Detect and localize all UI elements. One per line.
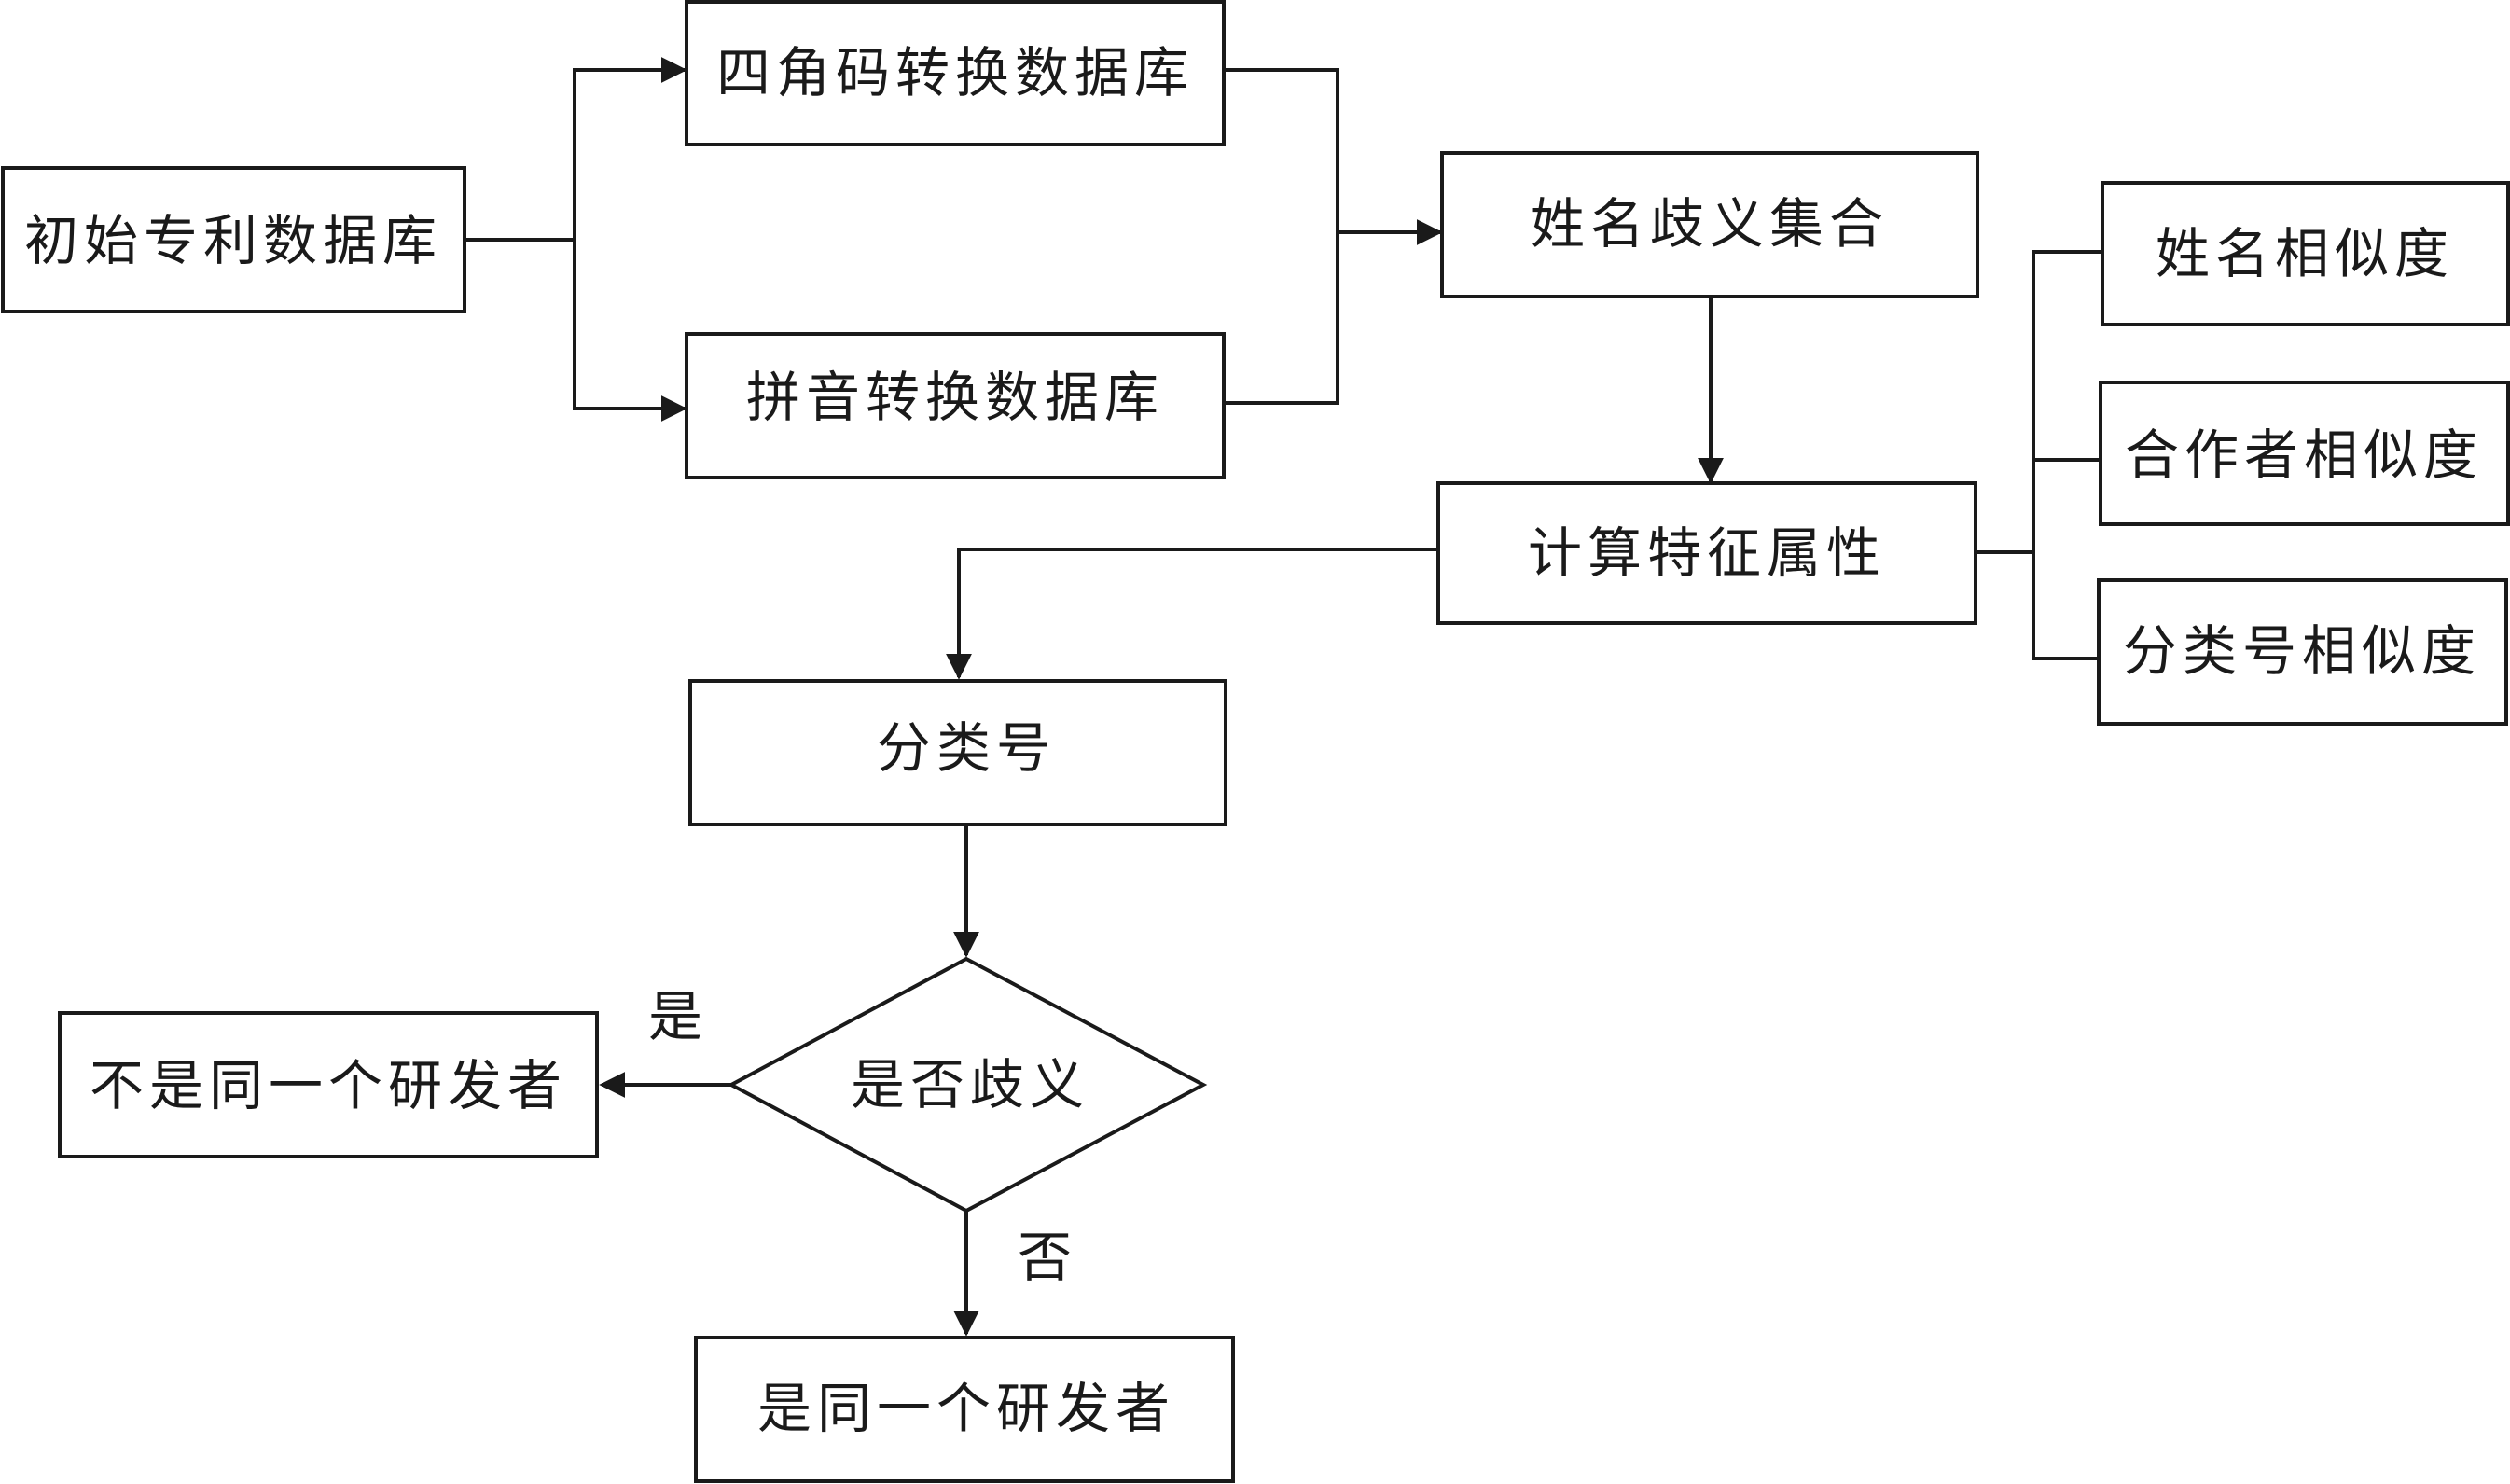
node-class-number-label: 分类号 — [877, 716, 1056, 780]
node-is-ambiguous-label: 是否歧义 — [851, 1053, 1089, 1116]
edge-to-pinyin — [573, 240, 687, 422]
connectors — [465, 57, 2102, 1337]
node-initial-db: 初始专利数据库 — [1, 166, 466, 313]
node-is-ambiguous: 是否歧义 — [727, 956, 1208, 1214]
node-same-label: 是同一个研发者 — [757, 1377, 1175, 1440]
node-coauthor-similarity-label: 合作者相似度 — [2125, 423, 2483, 487]
node-four-corner-db-label: 四角码转换数据库 — [716, 41, 1194, 104]
node-not-same-label: 不是同一个研发者 — [90, 1054, 567, 1117]
edge-yes-label: 是 — [648, 985, 702, 1048]
node-not-same: 不是同一个研发者 — [58, 1011, 599, 1158]
node-coauthor-similarity: 合作者相似度 — [2099, 381, 2510, 526]
node-class-number: 分类号 — [688, 679, 1227, 826]
node-class-similarity: 分类号相似度 — [2097, 578, 2508, 726]
node-class-similarity-label: 分类号相似度 — [2123, 619, 2481, 683]
edge-four-corner-merge — [1224, 68, 1339, 405]
edge-to-four-corner — [573, 57, 687, 240]
node-pinyin-db-label: 拼音转换数据库 — [746, 366, 1164, 429]
node-initial-db-label: 初始专利数据库 — [24, 209, 442, 272]
node-ambiguity-set: 姓名歧义集合 — [1440, 151, 1979, 298]
node-name-similarity-label: 姓名相似度 — [2156, 222, 2454, 285]
node-ambiguity-set-label: 姓名歧义集合 — [1531, 192, 1889, 256]
node-name-similarity: 姓名相似度 — [2101, 181, 2510, 326]
edge-no-label: 否 — [1018, 1226, 1072, 1289]
edge-similarity-bracket — [2032, 250, 2102, 660]
node-compute-features-label: 计算特征属性 — [1528, 521, 1886, 585]
node-compute-features: 计算特征属性 — [1436, 481, 1977, 625]
node-same: 是同一个研发者 — [694, 1336, 1235, 1483]
node-four-corner-db: 四角码转换数据库 — [685, 0, 1226, 146]
node-pinyin-db: 拼音转换数据库 — [685, 332, 1226, 479]
edge-to-class-number — [946, 548, 1438, 680]
